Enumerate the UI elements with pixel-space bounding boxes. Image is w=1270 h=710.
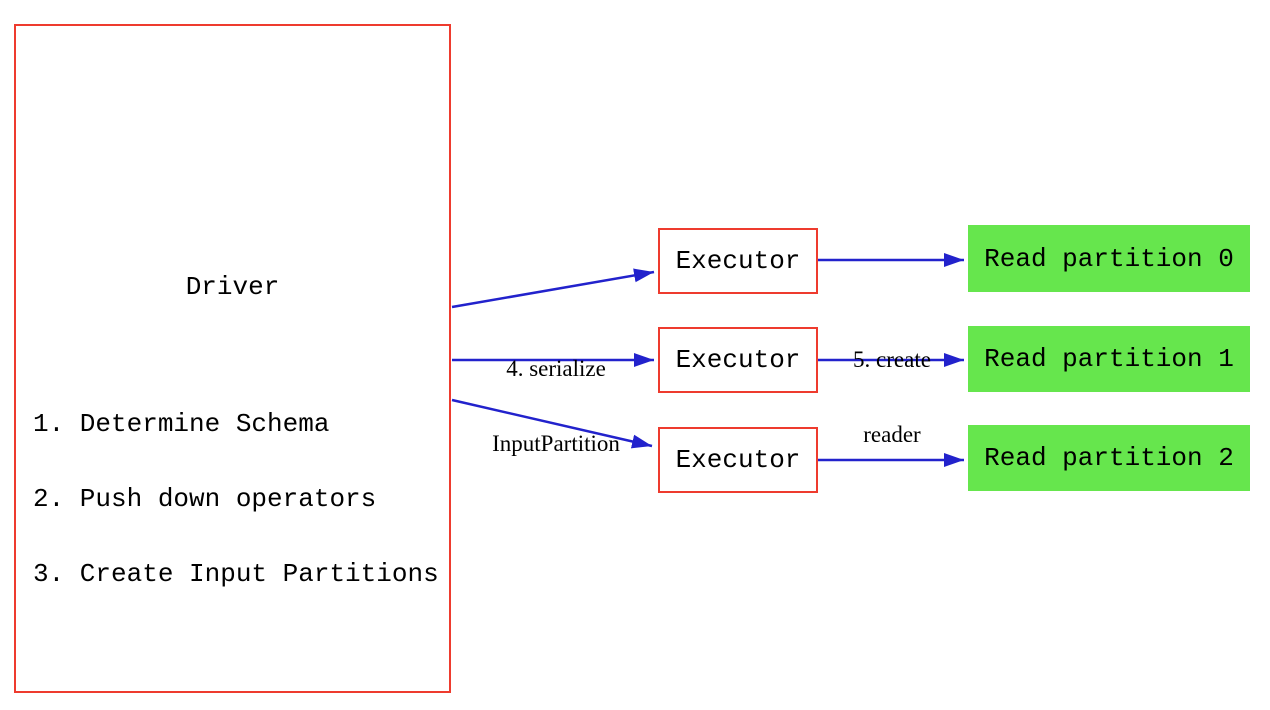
- edge-label-reader-line1: 5. create: [853, 347, 931, 372]
- driver-title: Driver: [185, 272, 280, 302]
- executor-box-2: Executor: [658, 427, 818, 493]
- edge-label-reader-line2: reader: [863, 422, 921, 447]
- driver-step-1: 1. Determine Schema: [33, 409, 330, 439]
- executor-box-1: Executor: [658, 327, 818, 393]
- read-partition-box-0: Read partition 0: [968, 225, 1250, 292]
- edge-label-serialize-inputpartition: 4. serialize InputPartition: [456, 306, 656, 506]
- read-partition-box-1: Read partition 1: [968, 326, 1250, 392]
- driver-step-3: 3. Create Input Partitions: [33, 559, 439, 589]
- driver-box: Driver 1. Determine Schema 2. Push down …: [14, 24, 451, 693]
- edge-label-serialize-line2: InputPartition: [492, 431, 620, 456]
- executor-box-0: Executor: [658, 228, 818, 294]
- driver-steps: 1. Determine Schema 2. Push down operato…: [33, 362, 439, 637]
- edge-label-serialize-line1: 4. serialize: [506, 356, 606, 381]
- driver-step-2: 2. Push down operators: [33, 484, 377, 514]
- arrow-driver-to-executor-0: [451, 268, 655, 309]
- read-partition-box-2: Read partition 2: [968, 425, 1250, 491]
- edge-label-create-reader: 5. create reader: [812, 297, 972, 497]
